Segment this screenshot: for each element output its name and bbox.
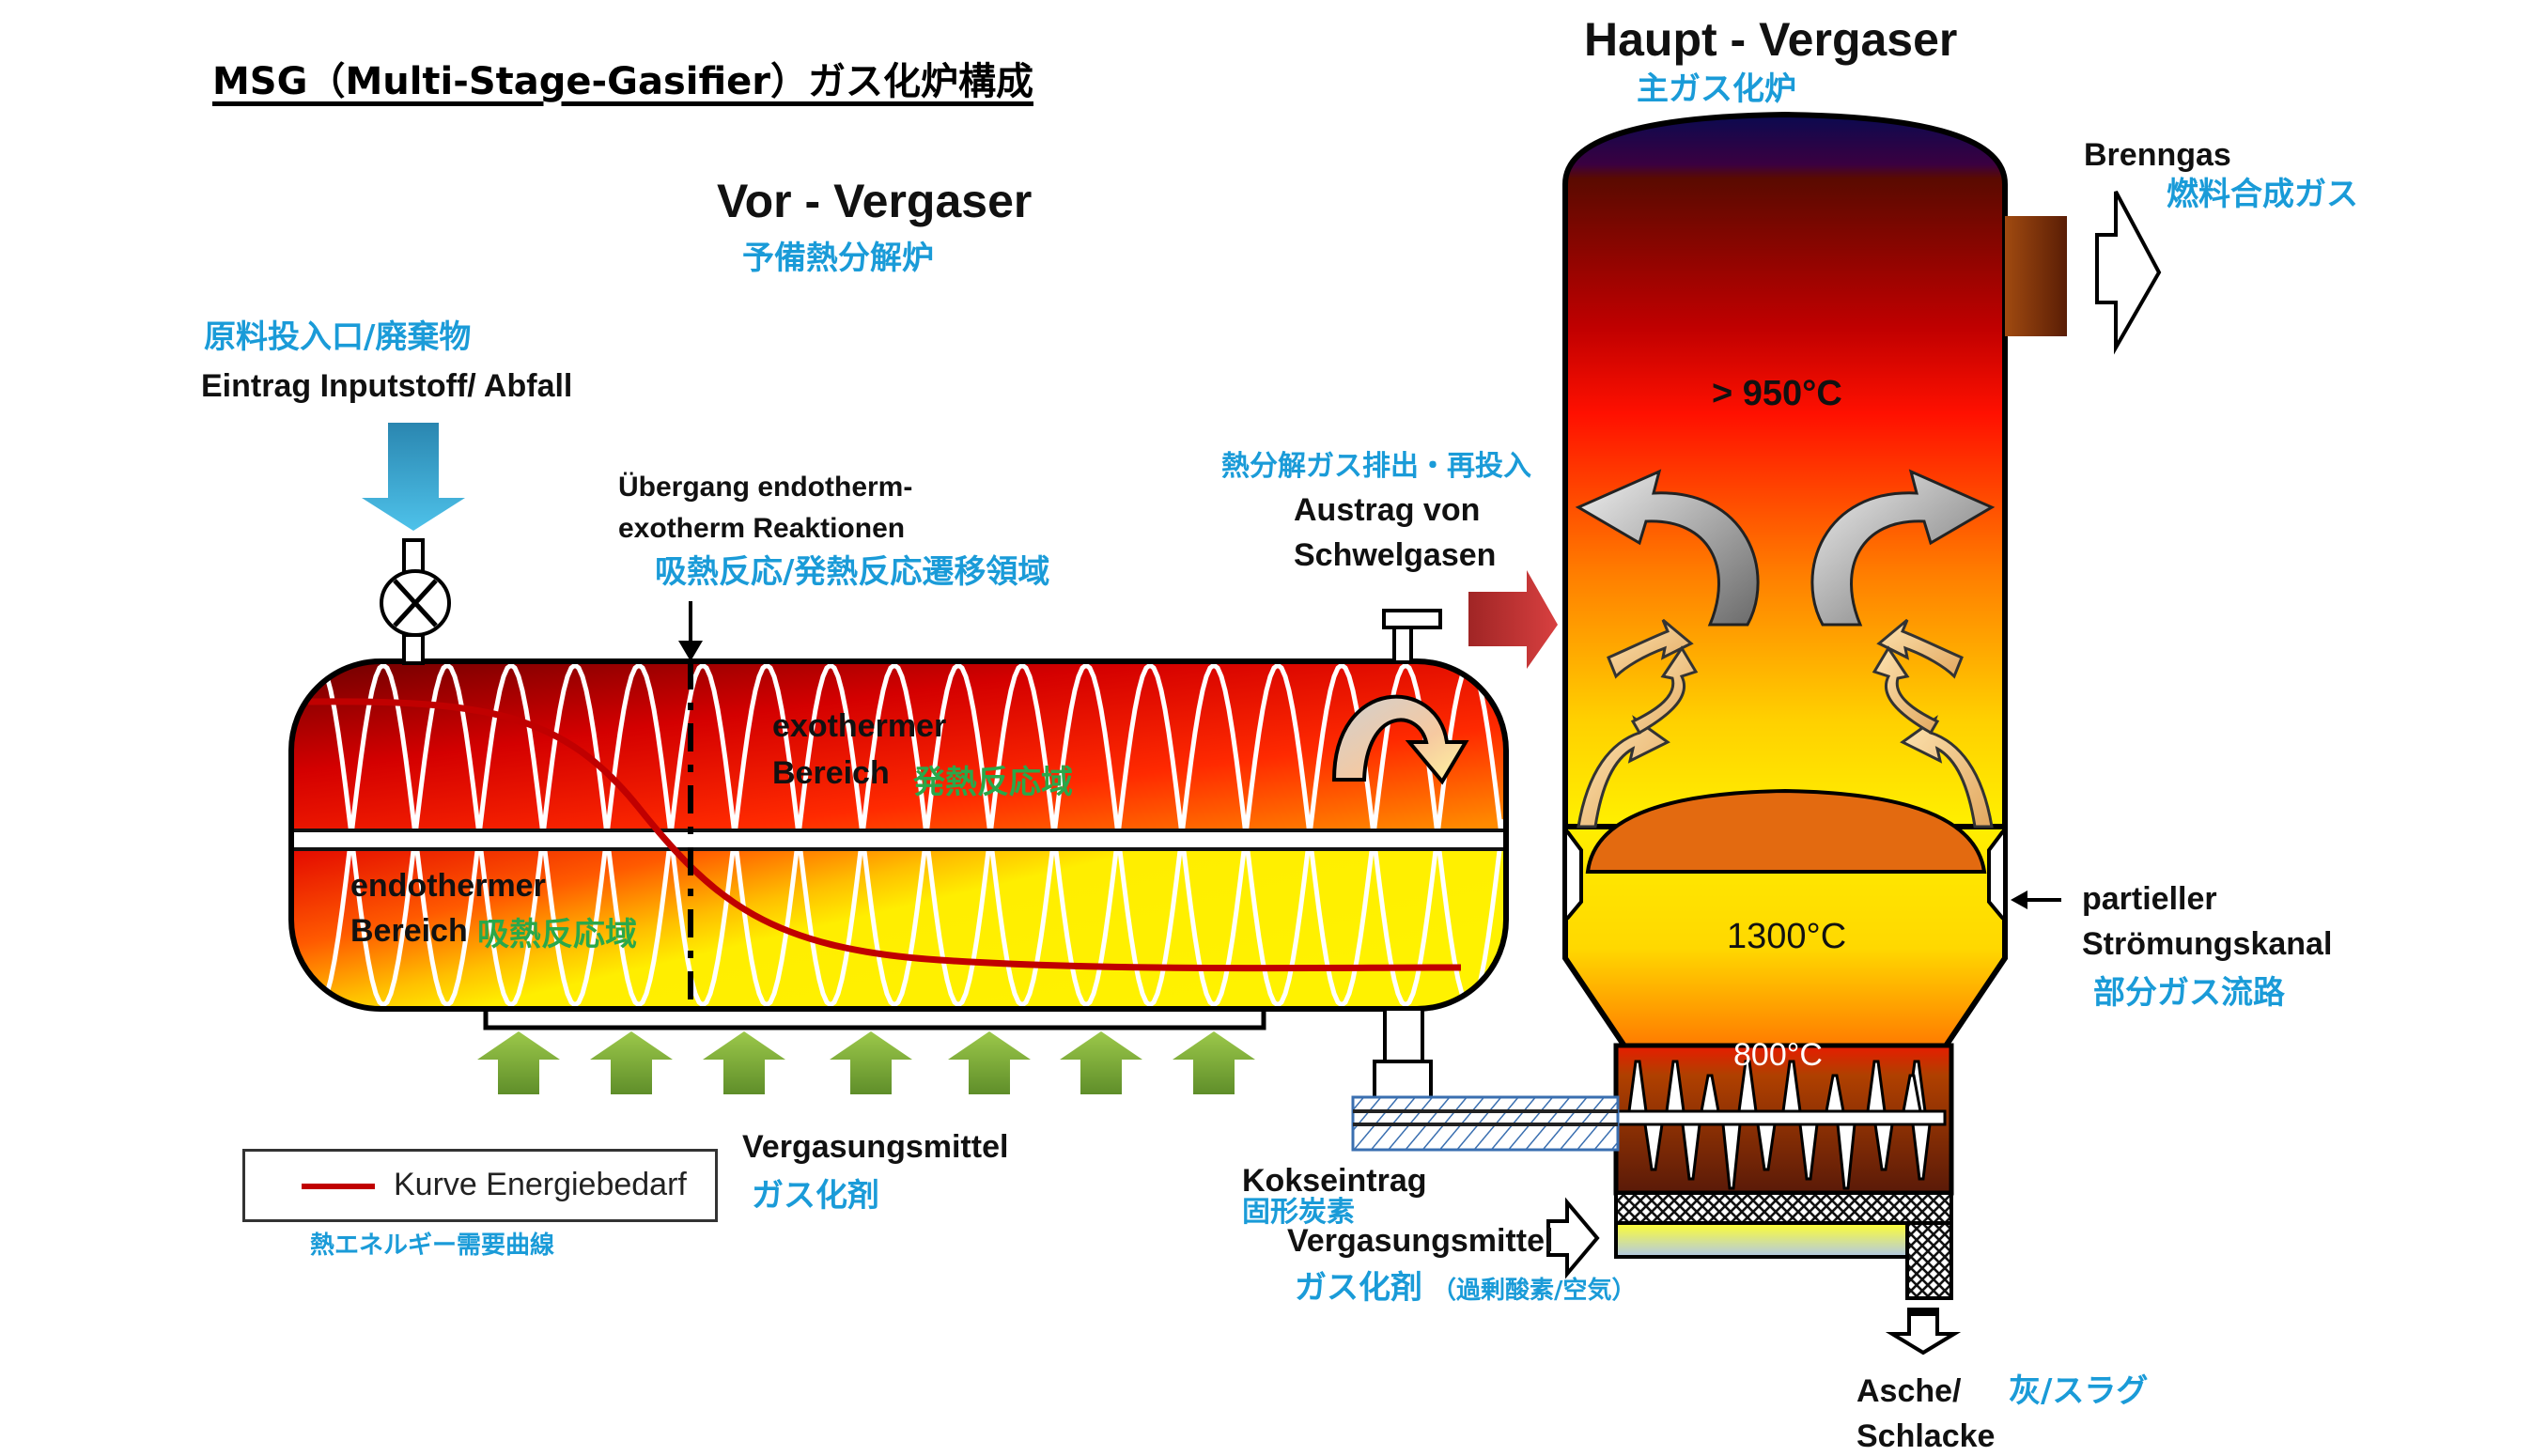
flow-channel-label-line1: partieller — [2082, 881, 2217, 917]
syngas-label: Brenngas — [2084, 137, 2231, 173]
syngas-output-arrow — [2095, 191, 2162, 355]
legend-line-swatch — [302, 1184, 375, 1189]
inlet-pipe-top — [402, 538, 425, 574]
pre-gasifier-title: Vor - Vergaser — [717, 175, 1033, 227]
agent-input-arrow — [1546, 1197, 1600, 1279]
main-gasifier-title: Haupt - Vergaser — [1584, 13, 1958, 66]
schwelgas-nozzle-cap — [1382, 609, 1442, 629]
grey-flow-arrow-right — [1810, 469, 1996, 627]
pre-gasifier-title-jp: 予備熱分解炉 — [742, 240, 934, 277]
coke-outlet-flange — [1373, 1060, 1433, 1101]
schwelgas-label-line1: Austrag von — [1294, 492, 1481, 528]
coke-outlet-pipe — [1383, 1007, 1424, 1065]
screw-shaft — [291, 829, 1506, 851]
temperature-bottom: 800°C — [1733, 1037, 1823, 1073]
legend-label: Kurve Energiebedarf — [394, 1167, 687, 1202]
main-gasifier-title-jp: 主ガス化炉 — [1637, 70, 1796, 108]
gasifying-agent-arrow — [830, 1031, 912, 1094]
exothermic-label-line2: Bereich — [772, 755, 890, 791]
coke-feed-label: Kokseintrag — [1242, 1163, 1427, 1199]
legend: Kurve Energiebedarf — [242, 1149, 718, 1222]
gasifying-agent-label-jp: ガス化剤 — [752, 1177, 879, 1215]
feed-input-arrow — [362, 423, 465, 531]
ash-label-line2: Schlacke — [1856, 1418, 1996, 1454]
schwelgas-label-jp: 熱分解ガス排出・再投入 — [1221, 450, 1531, 483]
pre-gasifier — [288, 423, 1509, 1101]
main-gasifier — [1351, 111, 2162, 1355]
endothermic-label-line2: Bereich — [350, 913, 468, 949]
flow-channel-label-line2: Strömungskanal — [2082, 926, 2333, 962]
char-dome — [1585, 788, 1987, 874]
inlet-pipe-bottom — [402, 633, 425, 665]
coke-feed-label-jp: 固形炭素 — [1242, 1196, 1355, 1229]
main-agent-label-jp: ガス化剤 — [1295, 1269, 1422, 1307]
schwelgas-transfer-arrow — [1468, 570, 1558, 669]
temperature-middle: 1300°C — [1727, 917, 1847, 956]
grate-teeth — [1627, 1060, 1932, 1190]
main-agent-note-jp: （過剰酸素/空気） — [1432, 1277, 1637, 1305]
swirl-arrows-left — [1577, 618, 1699, 829]
flow-channel-left — [1565, 829, 1583, 921]
gasifying-agent-arrow — [590, 1031, 673, 1094]
ash-label-jp: 灰/スラグ — [2009, 1372, 2149, 1410]
endothermic-label-line1: endothermer — [350, 868, 546, 904]
endothermic-label-jp: 吸熱反応域 — [477, 916, 637, 953]
swirl-arrows-right — [1872, 618, 1994, 829]
pre-gasifier-shell — [288, 658, 1509, 1012]
gasifying-agent-arrow — [948, 1031, 1031, 1094]
transition-label-jp: 吸熱反応/発熱反応遷移領域 — [655, 553, 1050, 591]
mesh-layer — [1614, 1191, 1953, 1225]
flow-channel-right — [1987, 829, 2005, 921]
exothermic-label-jp: 発熱反応域 — [913, 764, 1073, 801]
gasifying-agent-arrow — [1173, 1031, 1255, 1094]
transition-label-line1: Übergang endotherm- — [618, 472, 913, 503]
grate-shaft — [1614, 1109, 1947, 1126]
valve-cross — [393, 579, 438, 627]
feed-input-label: Eintrag Inputstoff/ Abfall — [201, 368, 573, 404]
gasifying-agent-label: Vergasungsmittel — [742, 1129, 1009, 1165]
gasifying-agent-arrow — [703, 1031, 785, 1094]
exothermic-label-line1: exothermer — [772, 708, 947, 744]
gasifying-agent-arrow — [1060, 1031, 1142, 1094]
schwelgas-nozzle — [1392, 623, 1413, 664]
temperature-upper: > 950°C — [1712, 374, 1842, 413]
ash-label-line1: Asche/ — [1856, 1373, 1962, 1409]
ash-chute — [1905, 1221, 1953, 1300]
syngas-outlet-pipe — [2005, 216, 2067, 336]
transition-label-line2: exotherm Reaktionen — [618, 513, 906, 544]
syngas-label-jp: 燃料合成ガス — [2167, 176, 2358, 213]
grey-flow-arrow-left — [1575, 469, 1760, 627]
main-agent-label: Vergasungsmittel — [1287, 1223, 1554, 1259]
agent-distributor — [1614, 1221, 1909, 1259]
exothermic-zone — [291, 661, 1506, 838]
energy-demand-curve — [307, 698, 1462, 972]
legend-label-jp: 熱エネルギー需要曲線 — [310, 1231, 555, 1260]
transition-pointer-head — [678, 641, 703, 661]
feed-input-label-jp: 原料投入口/廃棄物 — [204, 318, 472, 356]
flow-channel-label-jp: 部分ガス流路 — [2093, 974, 2285, 1012]
channel-pointer-head — [2011, 891, 2027, 909]
gasifying-agent-arrow — [477, 1031, 560, 1094]
gasifying-agent-arrows — [477, 1031, 1255, 1094]
recirculation-arrow — [1331, 694, 1469, 785]
main-vessel-upper — [1562, 111, 2008, 829]
page-title: MSG（Multi-Stage-Gasifier）ガス化炉構成 — [212, 60, 1034, 103]
schwelgas-label-line2: Schwelgasen — [1294, 537, 1497, 573]
screw-helix — [318, 661, 1506, 1009]
ash-output-arrow-cap — [1909, 1309, 1937, 1316]
